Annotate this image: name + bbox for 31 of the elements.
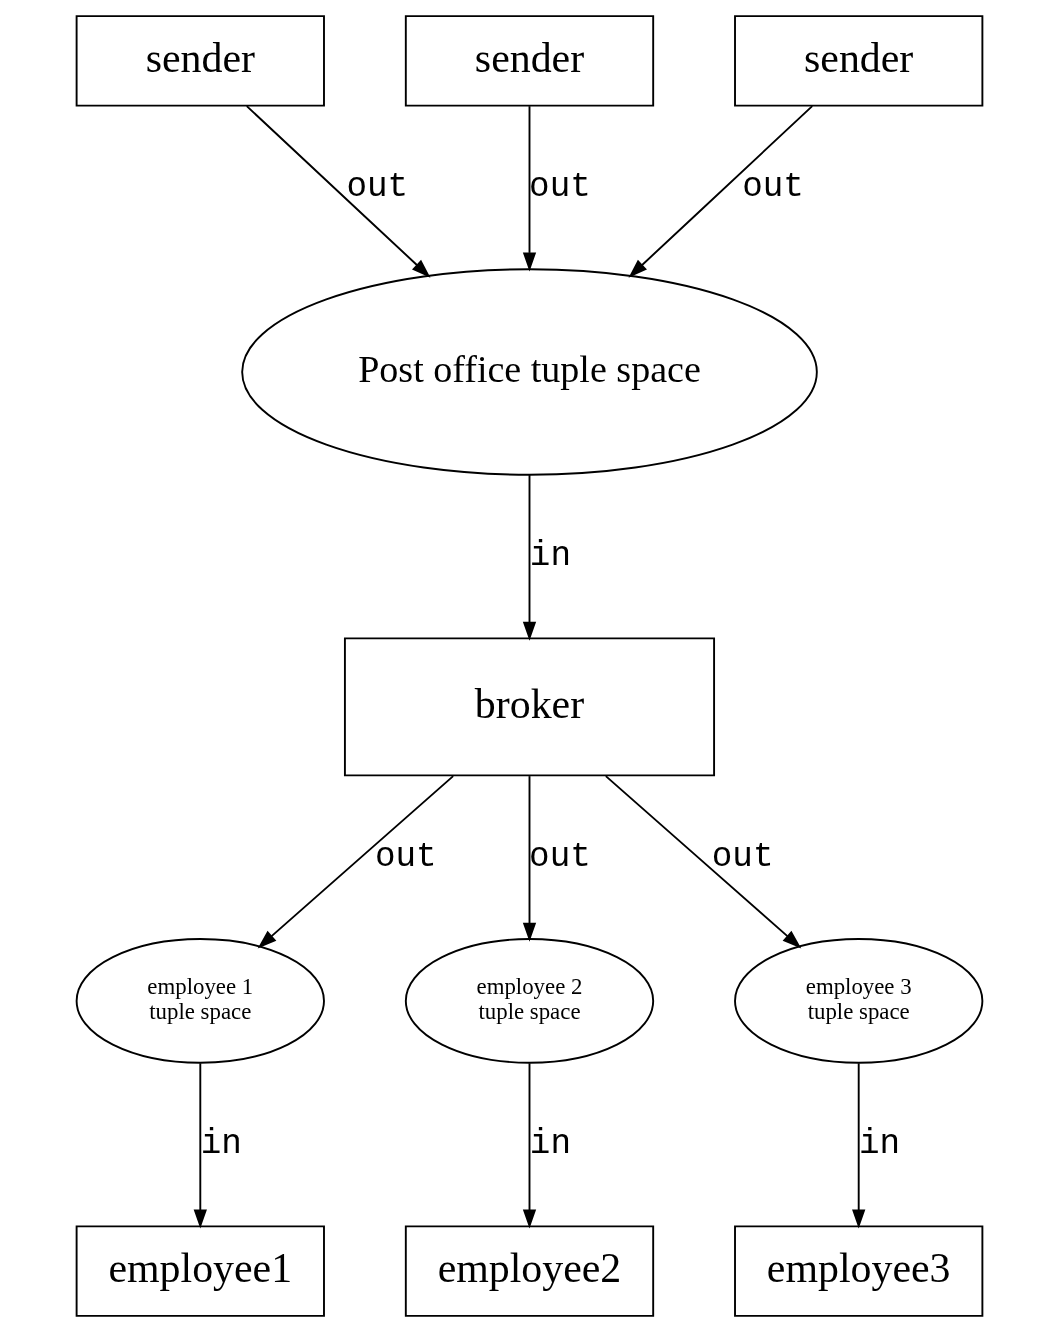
node-box: employee2 [404,1225,654,1317]
edge-label: in [529,1123,571,1163]
arrow [522,105,536,272]
arrow [628,105,813,278]
edge-label: out [711,836,773,876]
arrow [245,105,430,278]
node-box: employee3 [733,1225,983,1317]
arrow [522,474,536,641]
edge-label: in [858,1123,900,1163]
node-ellipse: employee 1 tuple space [75,938,325,1064]
node-box: broker [343,637,715,777]
edge-label: out [374,836,437,876]
node-box: sender [75,15,325,107]
node-ellipse: employee 2 tuple space [404,938,654,1064]
edge-label: out [345,166,408,206]
node-box: sender [733,15,983,107]
arrow [851,1062,865,1229]
node-box: employee1 [75,1225,325,1317]
edge-label: in [529,535,571,575]
edge-label: out [528,836,591,876]
arrow [257,775,454,949]
arrow [522,1062,536,1229]
node-ellipse: Post office tuple space [240,268,818,476]
arrow [604,775,801,949]
node-box: sender [404,15,654,107]
edge-label: out [528,166,591,206]
arrow [522,775,536,942]
edge-label: out [741,166,804,206]
arrow [193,1062,207,1229]
node-ellipse: employee 3 tuple space [733,938,983,1064]
edge-label: in [200,1123,242,1163]
